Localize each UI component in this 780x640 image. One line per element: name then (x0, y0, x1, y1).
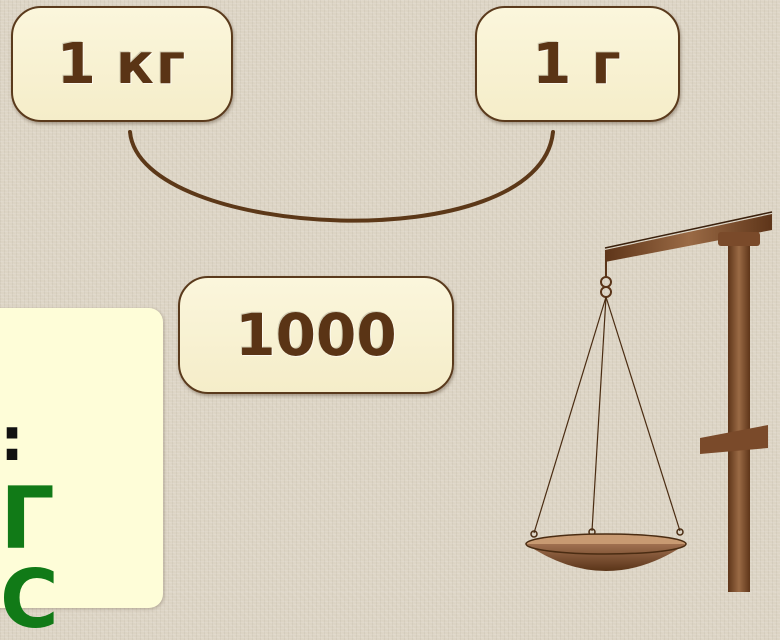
conversion-factor-box: 1000 (178, 276, 454, 394)
balance-scale-icon (525, 211, 773, 592)
note-panel-colon: : (0, 405, 24, 475)
gram-number: 1 (532, 31, 574, 97)
slide: 1 кг 1 г 1000 : Г С (0, 6, 773, 640)
note-panel-line-1: Г (0, 476, 55, 562)
conversion-factor-value: 1000 (235, 301, 397, 369)
unit-box-gram: 1 г (475, 6, 680, 122)
note-panel-line-2: С (0, 560, 59, 640)
note-panel (0, 308, 163, 608)
conversion-connector-arc (128, 130, 555, 223)
unit-box-kilogram: 1 кг (11, 6, 233, 122)
kilogram-unit-label: кг (115, 31, 188, 97)
gram-unit-label: г (591, 31, 623, 97)
kilogram-number: 1 (56, 31, 98, 97)
